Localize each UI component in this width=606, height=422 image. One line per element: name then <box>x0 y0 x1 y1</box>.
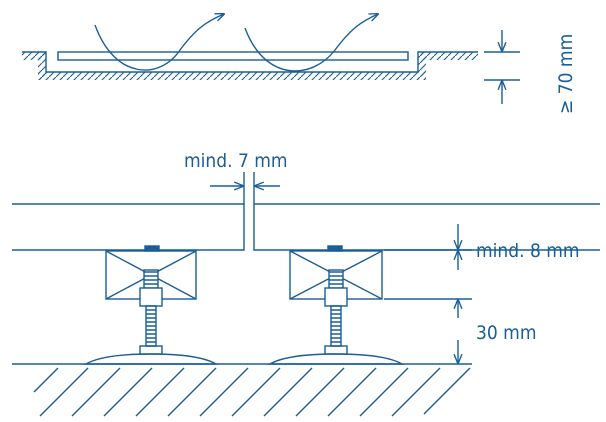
trough-hatch-bottom <box>38 72 426 80</box>
pedestal-height-label: 30 mm <box>476 322 536 344</box>
pedestal-base <box>83 353 219 365</box>
trough-slab <box>57 51 409 61</box>
trough-hatch-right-wall <box>418 52 426 80</box>
support-gap-label: mind. 8 mm <box>476 240 580 262</box>
trough-section <box>22 14 520 104</box>
trough-hatch-right <box>418 52 478 60</box>
deck-board-left <box>12 203 245 251</box>
pedestal-right <box>267 245 405 365</box>
pedestal-cap <box>144 245 160 252</box>
airflow-arrow-1 <box>94 14 224 71</box>
pedestal-cap <box>327 245 343 252</box>
pedestal-left <box>83 245 219 365</box>
joint-gap-label: mind. 7 mm <box>184 150 288 172</box>
min-height-label: ≥ 70 mm <box>555 34 577 114</box>
trough-hatch-left <box>22 52 46 60</box>
airflow-arrow-2 <box>244 14 378 72</box>
pedestal-base <box>267 353 405 365</box>
trough-outline <box>22 51 478 73</box>
deck-section <box>12 172 600 417</box>
trough-hatch-left-wall <box>38 52 46 80</box>
ground-hatching <box>33 367 471 417</box>
